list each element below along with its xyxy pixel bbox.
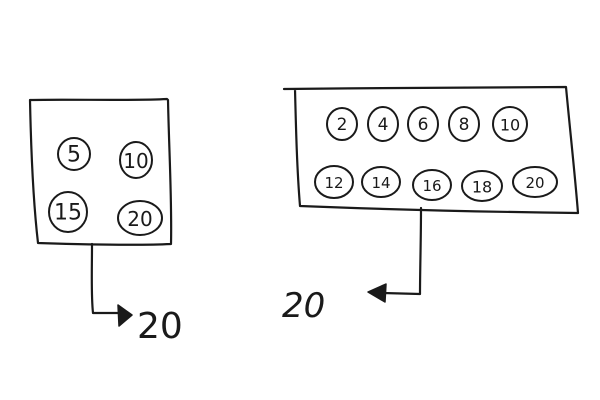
left-number-circle: 20 <box>117 200 163 236</box>
arrow-head-icon <box>117 304 133 327</box>
right-result: 20 <box>282 286 325 326</box>
right-box <box>282 85 580 215</box>
right-number: 6 <box>418 115 429 135</box>
right-number-circle: 6 <box>407 106 439 142</box>
right-number-circle: 10 <box>492 106 528 142</box>
left-number: 5 <box>67 143 81 168</box>
right-number-circle: 18 <box>461 170 503 202</box>
right-number: 4 <box>378 115 389 135</box>
right-number-circle: 16 <box>412 169 452 201</box>
right-number-circle: 2 <box>326 107 358 141</box>
left-result: 20 <box>137 306 183 347</box>
right-diagram: 2 4 6 8 10 12 14 16 <box>282 85 580 326</box>
left-number-circle: 10 <box>119 141 153 179</box>
left-arrow-line <box>90 242 123 315</box>
right-number-circle: 4 <box>367 106 399 142</box>
right-number: 14 <box>371 174 390 192</box>
right-number: 8 <box>459 115 470 135</box>
left-number-circle: 5 <box>57 137 91 171</box>
left-number-circle: 15 <box>48 191 88 233</box>
left-number: 20 <box>127 207 152 231</box>
left-diagram: 5 10 15 20 20 <box>28 97 183 347</box>
right-number-circle: 20 <box>512 166 558 198</box>
arrow-head-icon <box>367 283 387 303</box>
right-number: 16 <box>422 177 441 195</box>
left-number: 15 <box>54 201 82 226</box>
right-number-circle: 12 <box>314 165 354 199</box>
right-number: 20 <box>525 174 544 192</box>
right-number-circle: 14 <box>361 166 401 198</box>
left-box <box>28 97 173 246</box>
right-arrow-line <box>381 206 423 296</box>
left-number: 10 <box>123 149 148 173</box>
right-number-circle: 8 <box>448 106 480 142</box>
right-number: 10 <box>500 116 520 135</box>
right-number: 18 <box>472 178 492 197</box>
right-number: 2 <box>337 115 348 135</box>
right-number: 12 <box>324 174 343 192</box>
